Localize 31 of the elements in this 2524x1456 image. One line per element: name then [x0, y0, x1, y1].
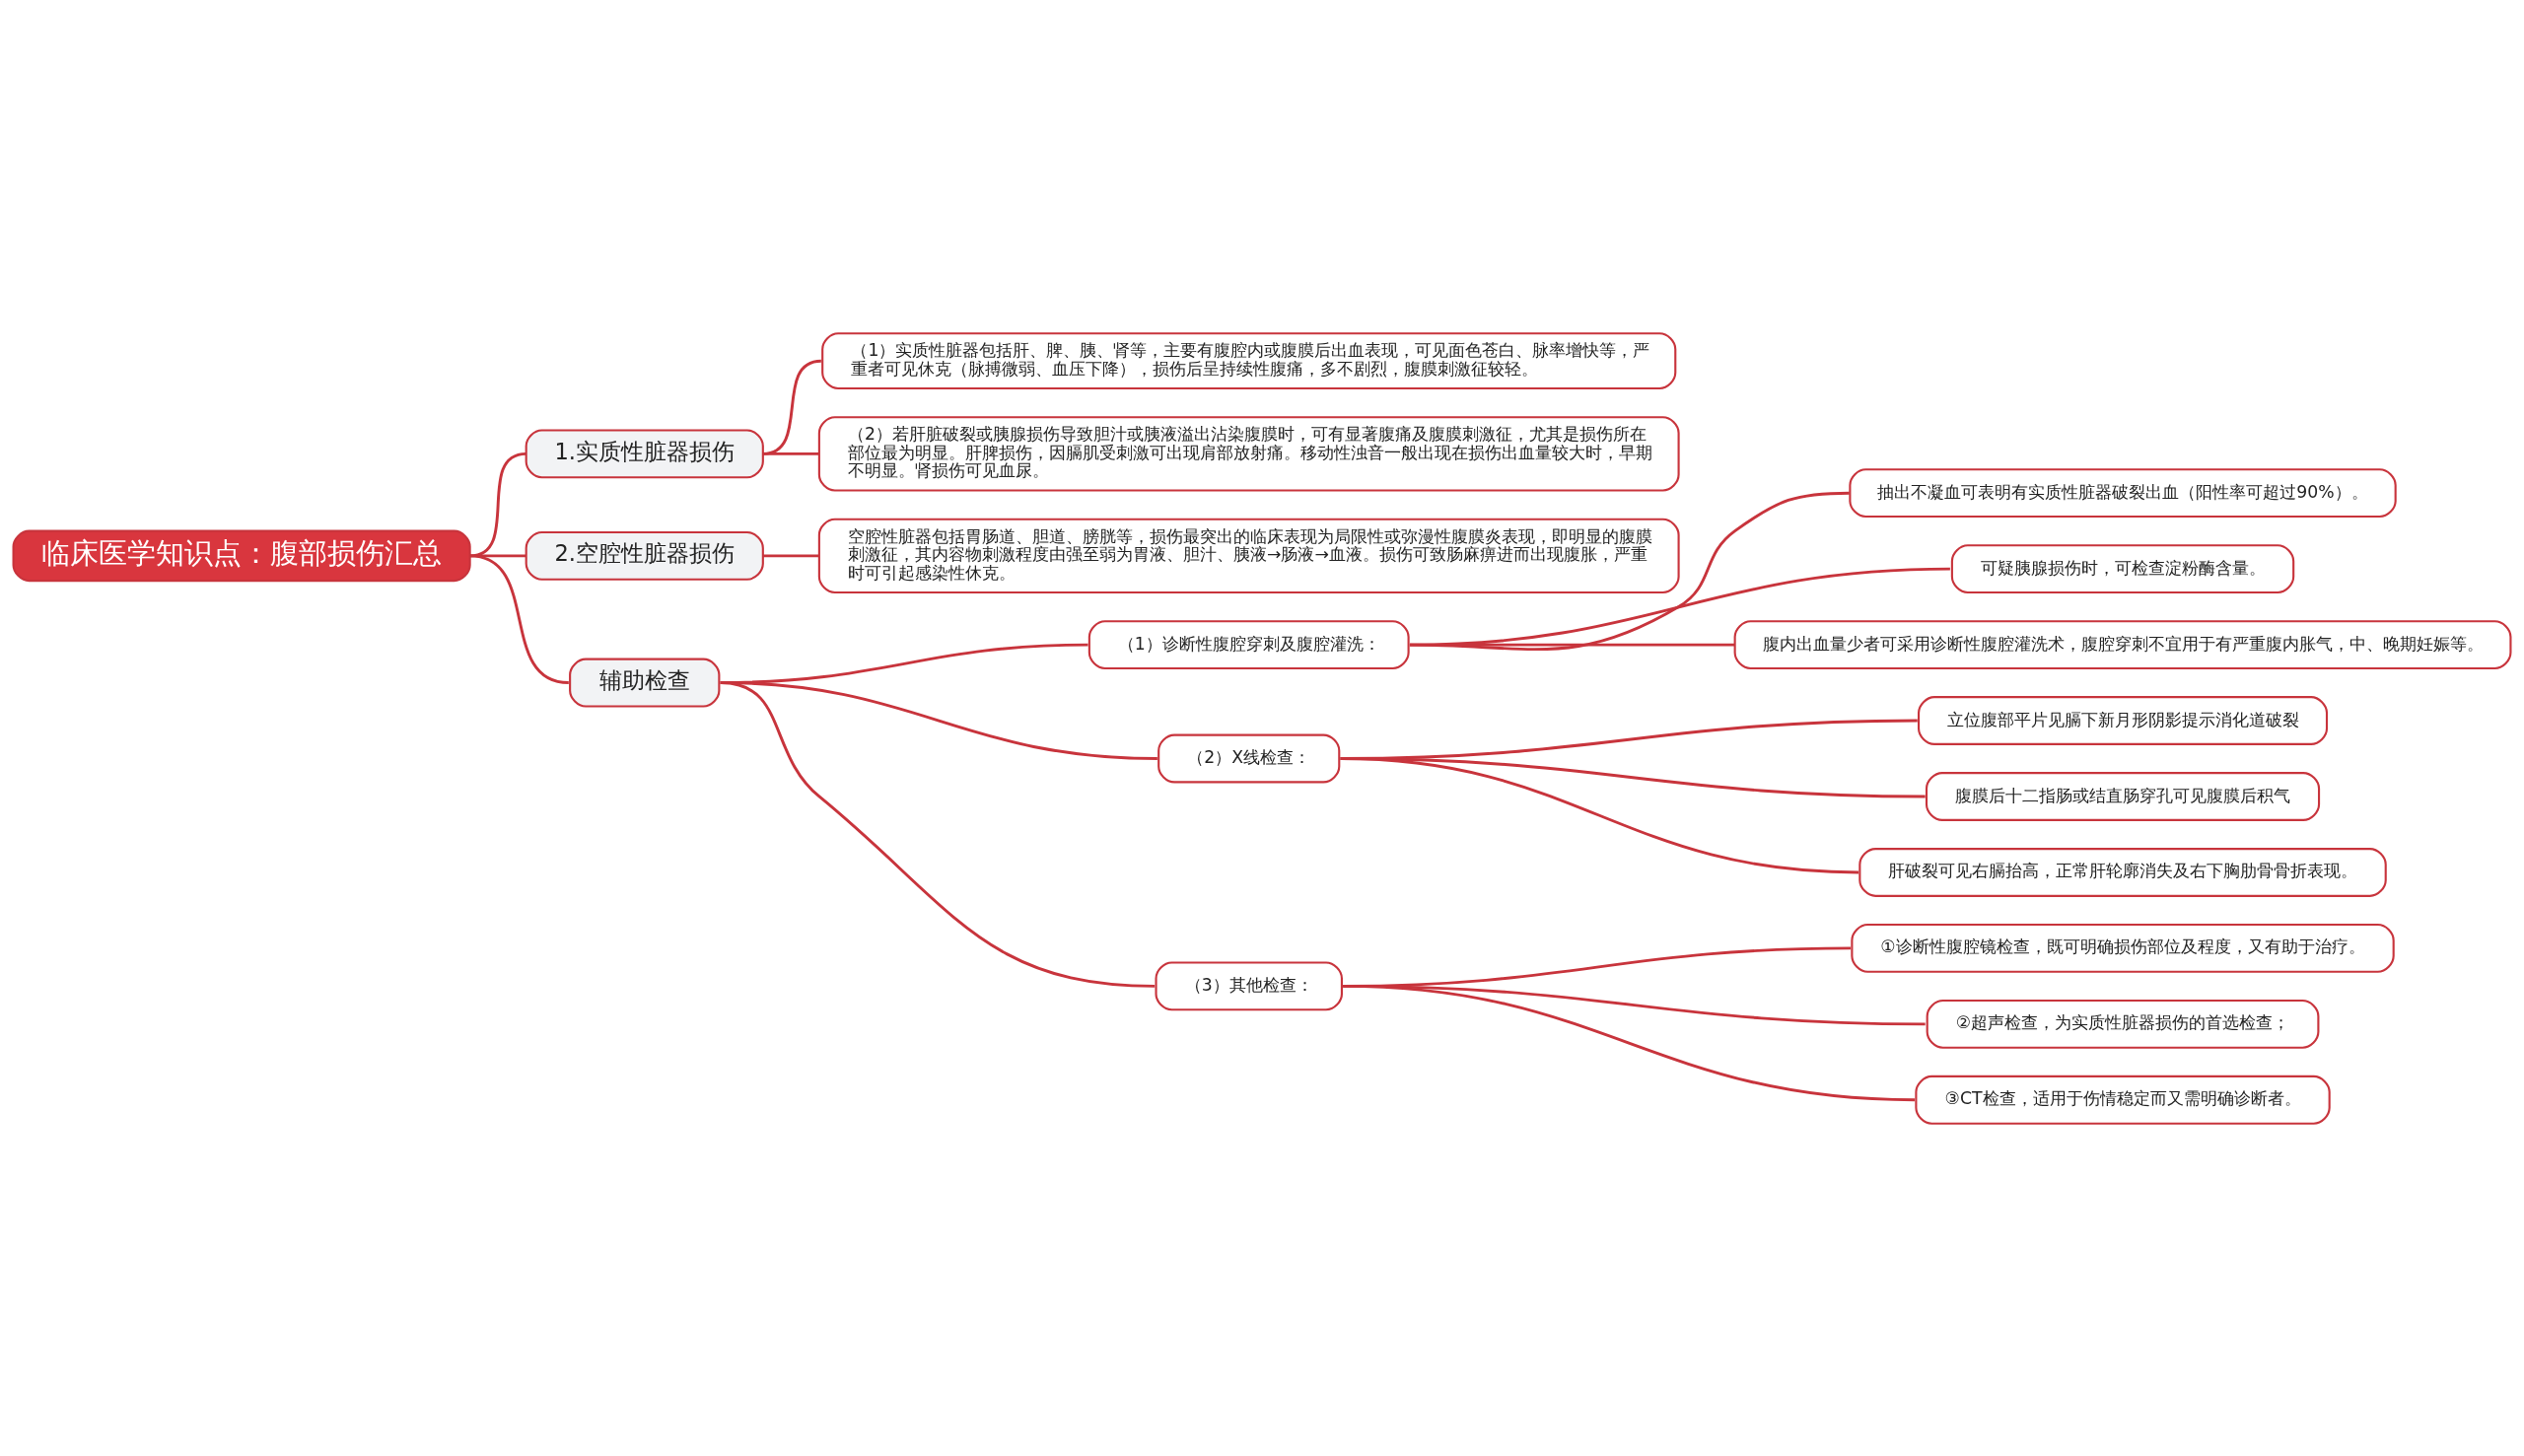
connector [469, 553, 570, 684]
node-box: 空腔性脏器包括胃肠道、胆道、膀胱等，损伤最突出的临床表现为局限性或弥漫性腹膜炎表现，即明显的腹膜刺激征，其内容物刺激程度由强至弱为胃液、胆汁、胰液→肠液→血液。损伤可致肠麻痹进而出现腹胀，严重时可引起感染性休克。 [817, 518, 1680, 593]
connector [1343, 984, 1916, 1101]
node-box: 抽出不凝血可表明有实质性脏器破裂出血（阳性率可超过90%）。 [1849, 467, 2397, 518]
node-box: 立位腹部平片见膈下新月形阴影提示消化道破裂 [1918, 695, 2329, 745]
node-box: 临床医学知识点：腹部损伤汇总 [12, 529, 471, 582]
node-box: （3）其他检查： [1155, 960, 1343, 1010]
node-box: 可疑胰腺损伤时，可检查淀粉酶含量。 [1950, 543, 2295, 593]
node-box: 1.实质性脏器损伤 [525, 428, 764, 478]
node-box: ②超声检查，为实质性脏器损伤的首选检查； [1926, 999, 2320, 1049]
node-box: （2）若肝脏破裂或胰腺损伤导致胆汁或胰液溢出沾染腹膜时，可有显著腹痛及腹膜刺激征，尤其是损伤所在部位最为明显。肝脾损伤，因膈肌受刺激可出现肩部放射痛。移动性浊音一般出现在损伤出血量较大时，早期不明显。肾损伤可见血尿。 [817, 415, 1680, 492]
connector [469, 451, 526, 557]
node-box: 肝破裂可见右膈抬高，正常肝轮廓消失及右下胸肋骨骨折表现。 [1858, 847, 2387, 897]
connector [762, 451, 819, 455]
connector [720, 680, 1156, 988]
connector [1409, 491, 1850, 651]
node-box: ①诊断性腹腔镜检查，既可明确损伤部位及程度，又有助于治疗。 [1851, 923, 2395, 973]
connector [762, 359, 822, 455]
node-box: 辅助检查 [569, 658, 721, 707]
connector [1409, 567, 1950, 647]
node-box: 2.空腔性脏器损伤 [525, 530, 764, 581]
connector [1409, 643, 1735, 647]
connector [762, 553, 819, 557]
node-box: ③CT检查，适用于伤情稳定而又需明确诊断者。 [1915, 1075, 2331, 1125]
node-box: 腹膜后十二指肠或结直肠穿孔可见腹膜后积气 [1925, 771, 2321, 821]
node-box: （2）X线检查： [1157, 733, 1341, 783]
node-box: （1）实质性脏器包括肝、脾、胰、肾等，主要有腹腔内或腹膜后出血表现，可见面色苍白、脉率增快等，严重者可见休克（脉搏微弱、血压下降），损伤后呈持续性腹痛，多不剧烈，腹膜刺激征较轻。 [821, 331, 1677, 389]
node-box: 腹内出血量少者可采用诊断性腹腔灌洗术，腹腔穿刺不宜用于有严重腹内胀气，中、晚期妊娠等。 [1733, 619, 2512, 669]
connector [1340, 756, 1859, 873]
connector [469, 553, 526, 557]
node-box: （1）诊断性腹腔穿刺及腹腔灌洗： [1087, 619, 1410, 669]
